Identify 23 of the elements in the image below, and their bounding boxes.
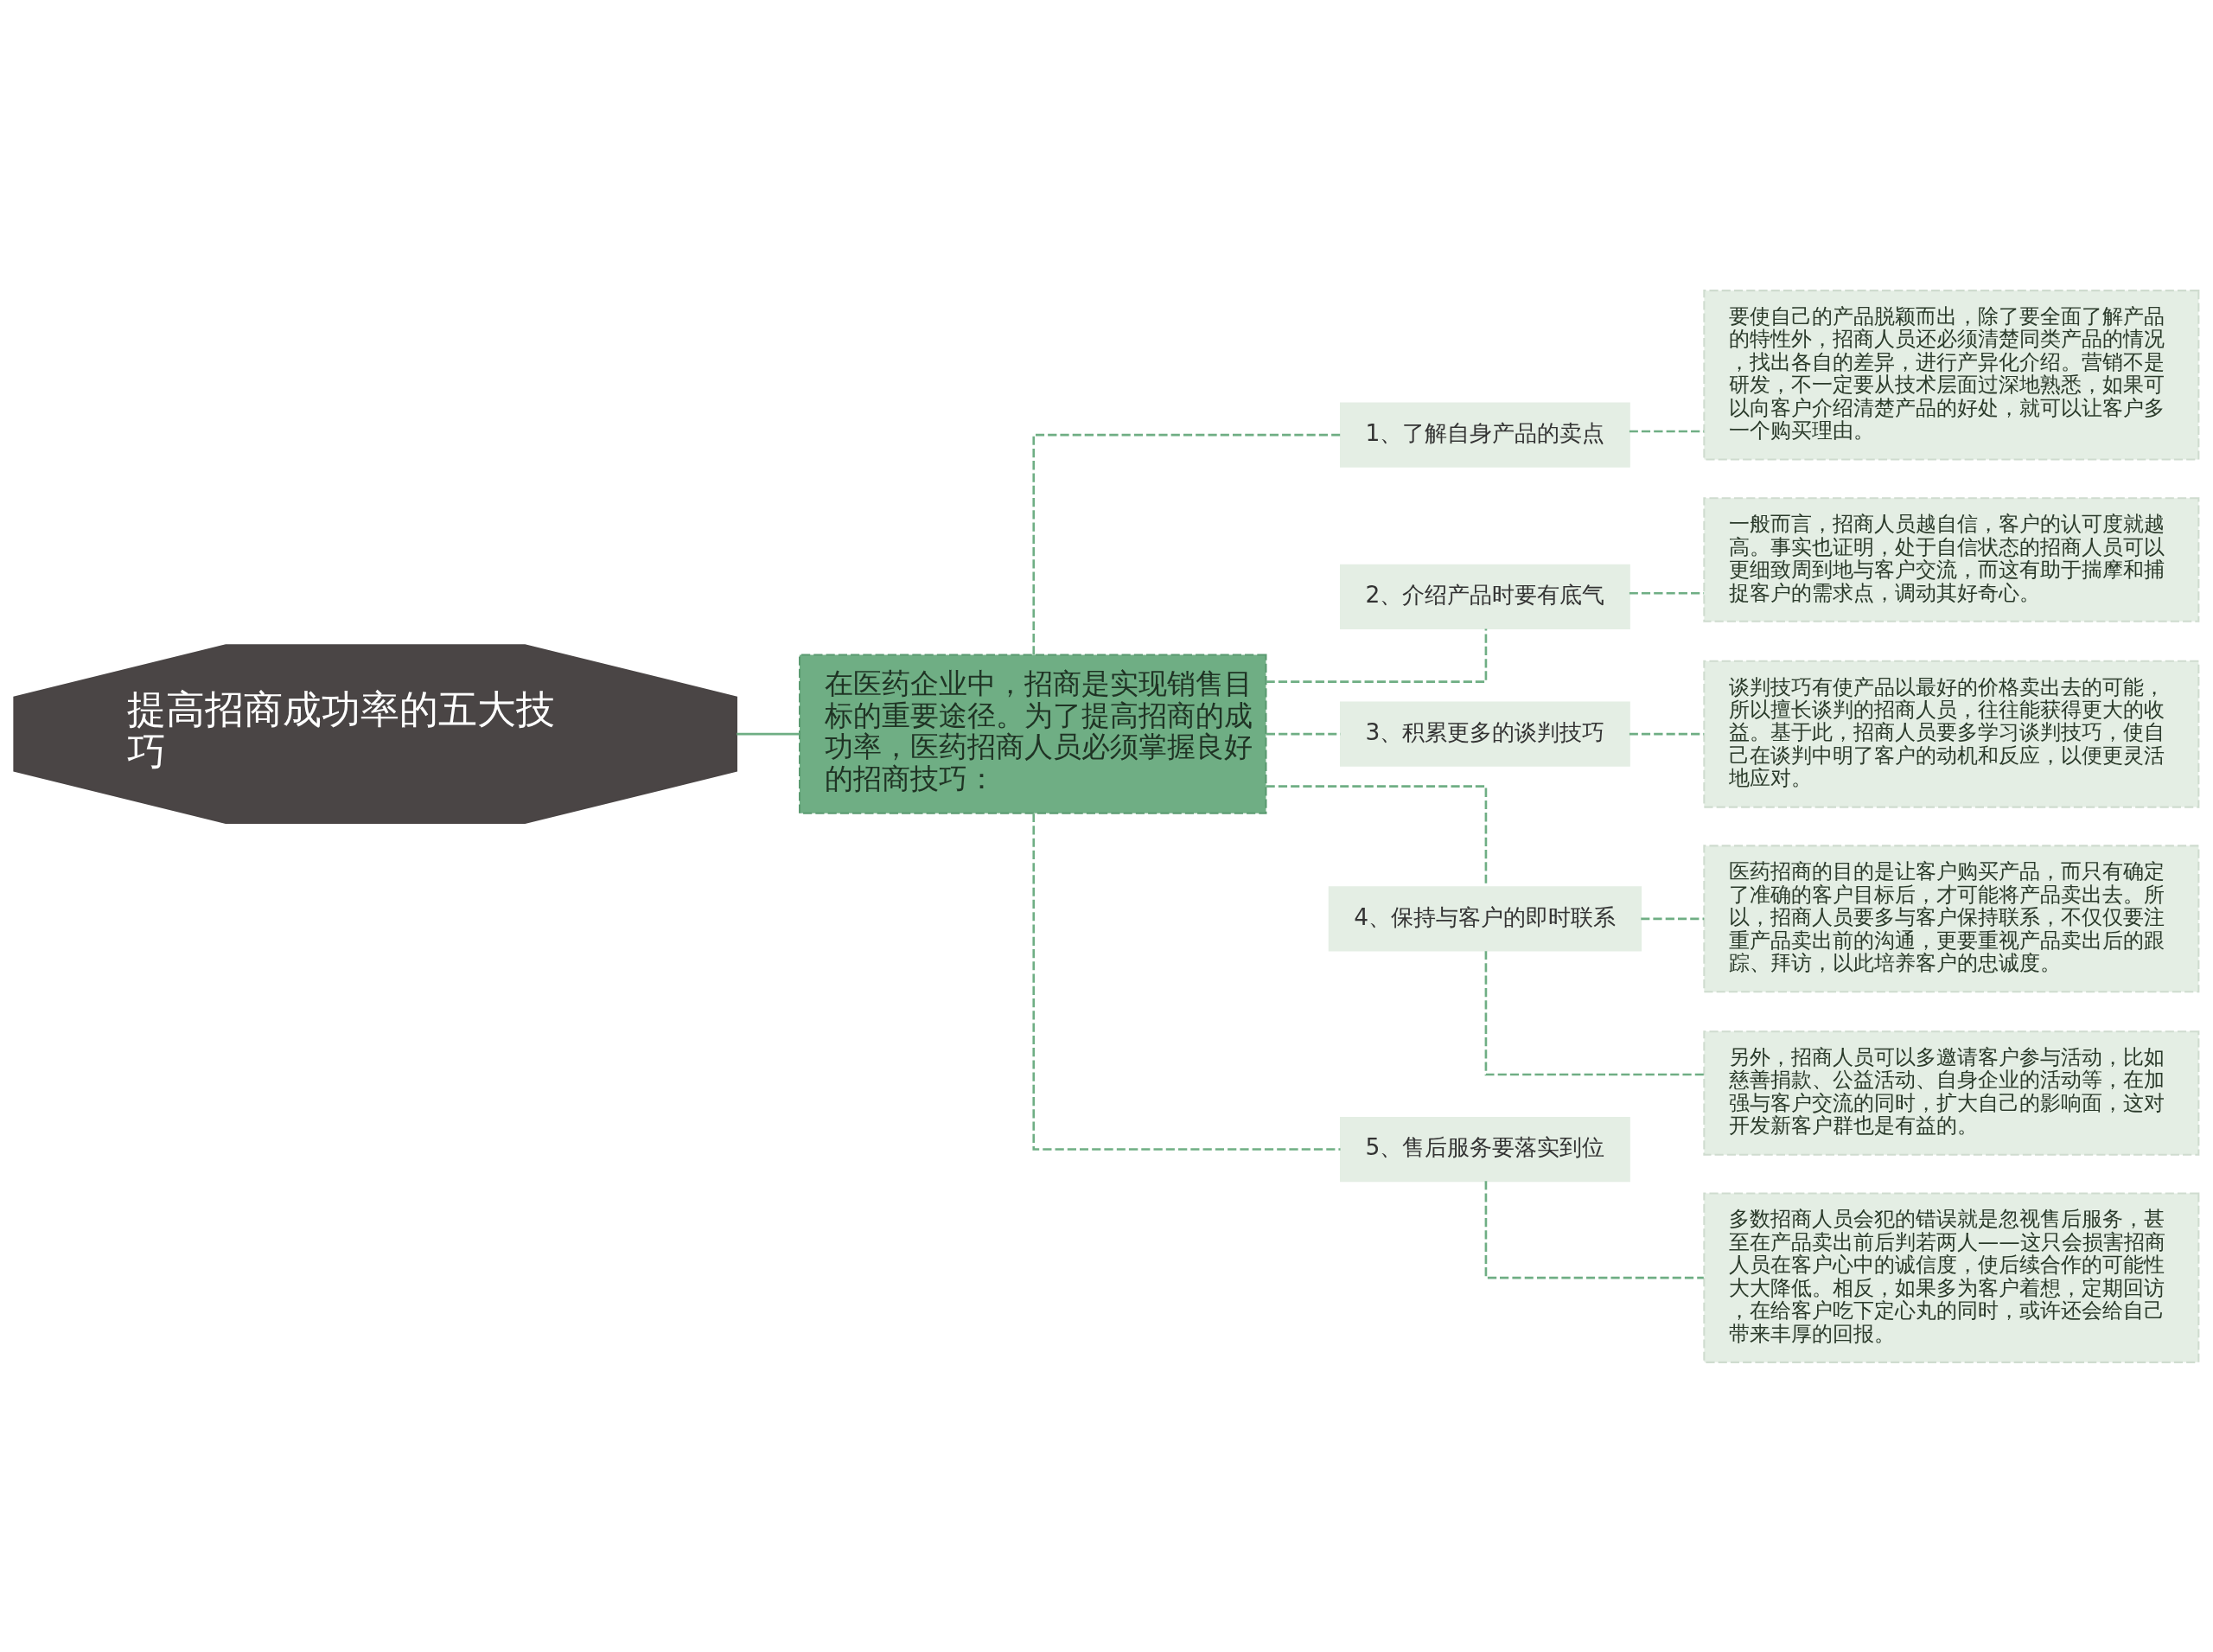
- connector: [1266, 628, 1488, 683]
- node-box: 医药招商的目的是让客户购买产品，而只有确定了准确的客户目标后，才可能将产品卖出去。所以，招商人员要多与客户保持联系，不仅仅要注重产品卖出前的沟通，更要重视产品卖出后的跟踪、拜访，以此培养客户的忠诚度。: [1703, 844, 2200, 992]
- node-box: 在医药企业中，招商是实现销售目标的重要途径。为了提高招商的成功率，医药招商人员必须掌握良好的招商技巧：: [799, 654, 1267, 814]
- node-box: 谈判技巧有使产品以最好的价格卖出去的可能，所以擅长谈判的招商人员，往往能获得更大的收益。基于此，招商人员要多学习谈判技巧，使自己在谈判中明了客户的动机和反应，以便更灵活地应对。: [1703, 660, 2200, 808]
- node-box: 一般而言，招商人员越自信，客户的认可度就越高。事实也证明，处于自信状态的招商人员可以更细致周到地与客户交流，而这有助于揣摩和捕捉客户的需求点，调动其好奇心。: [1703, 496, 2200, 622]
- node-box: 4、保持与客户的即时联系: [1328, 885, 1642, 952]
- node-box: 3、积累更多的谈判技巧: [1339, 700, 1630, 767]
- connector: [1484, 1180, 1704, 1279]
- connector: [1641, 917, 1705, 920]
- connector: [1629, 591, 1705, 595]
- node-box: 2、介绍产品时要有底气: [1339, 564, 1630, 629]
- connector: [1266, 732, 1341, 735]
- node-box: 多数招商人员会犯的错误就是忽视售后服务，甚至在产品卖出前后判若两人——这只会损害招商人员在客户心中的诚信度，使后续合作的可能性大大降低。相反，如果多为客户着想，定期回访，在给客户吃下定心丸的同时，或许还会给自己带来丰厚的回报。: [1703, 1191, 2200, 1363]
- connector: [1629, 732, 1705, 735]
- connector: [1484, 950, 1704, 1075]
- connector: [1629, 430, 1705, 432]
- node-box: 另外，招商人员可以多邀请客户参与活动，比如慈善捐款、公益活动、自身企业的活动等，在加强与客户交流的同时，扩大自己的影响面，这对开发新客户群也是有益的。: [1703, 1030, 2200, 1156]
- connector: [737, 732, 800, 735]
- node-box: 要使自己的产品脱颖而出，除了要全面了解产品的特性外，招商人员还必须清楚同类产品的情况，找出各自的差异，进行产异化介绍。营销不是研发，不一定要从技术层面过深地熟悉，如果可以向客户介绍清楚产品的好处，就可以让客户多一个购买理由。: [1703, 289, 2200, 461]
- node-box: 1、了解自身产品的卖点: [1339, 401, 1630, 468]
- connector: [1032, 433, 1341, 654]
- node-box: 5、售后服务要落实到位: [1339, 1116, 1630, 1182]
- connector: [1032, 813, 1341, 1151]
